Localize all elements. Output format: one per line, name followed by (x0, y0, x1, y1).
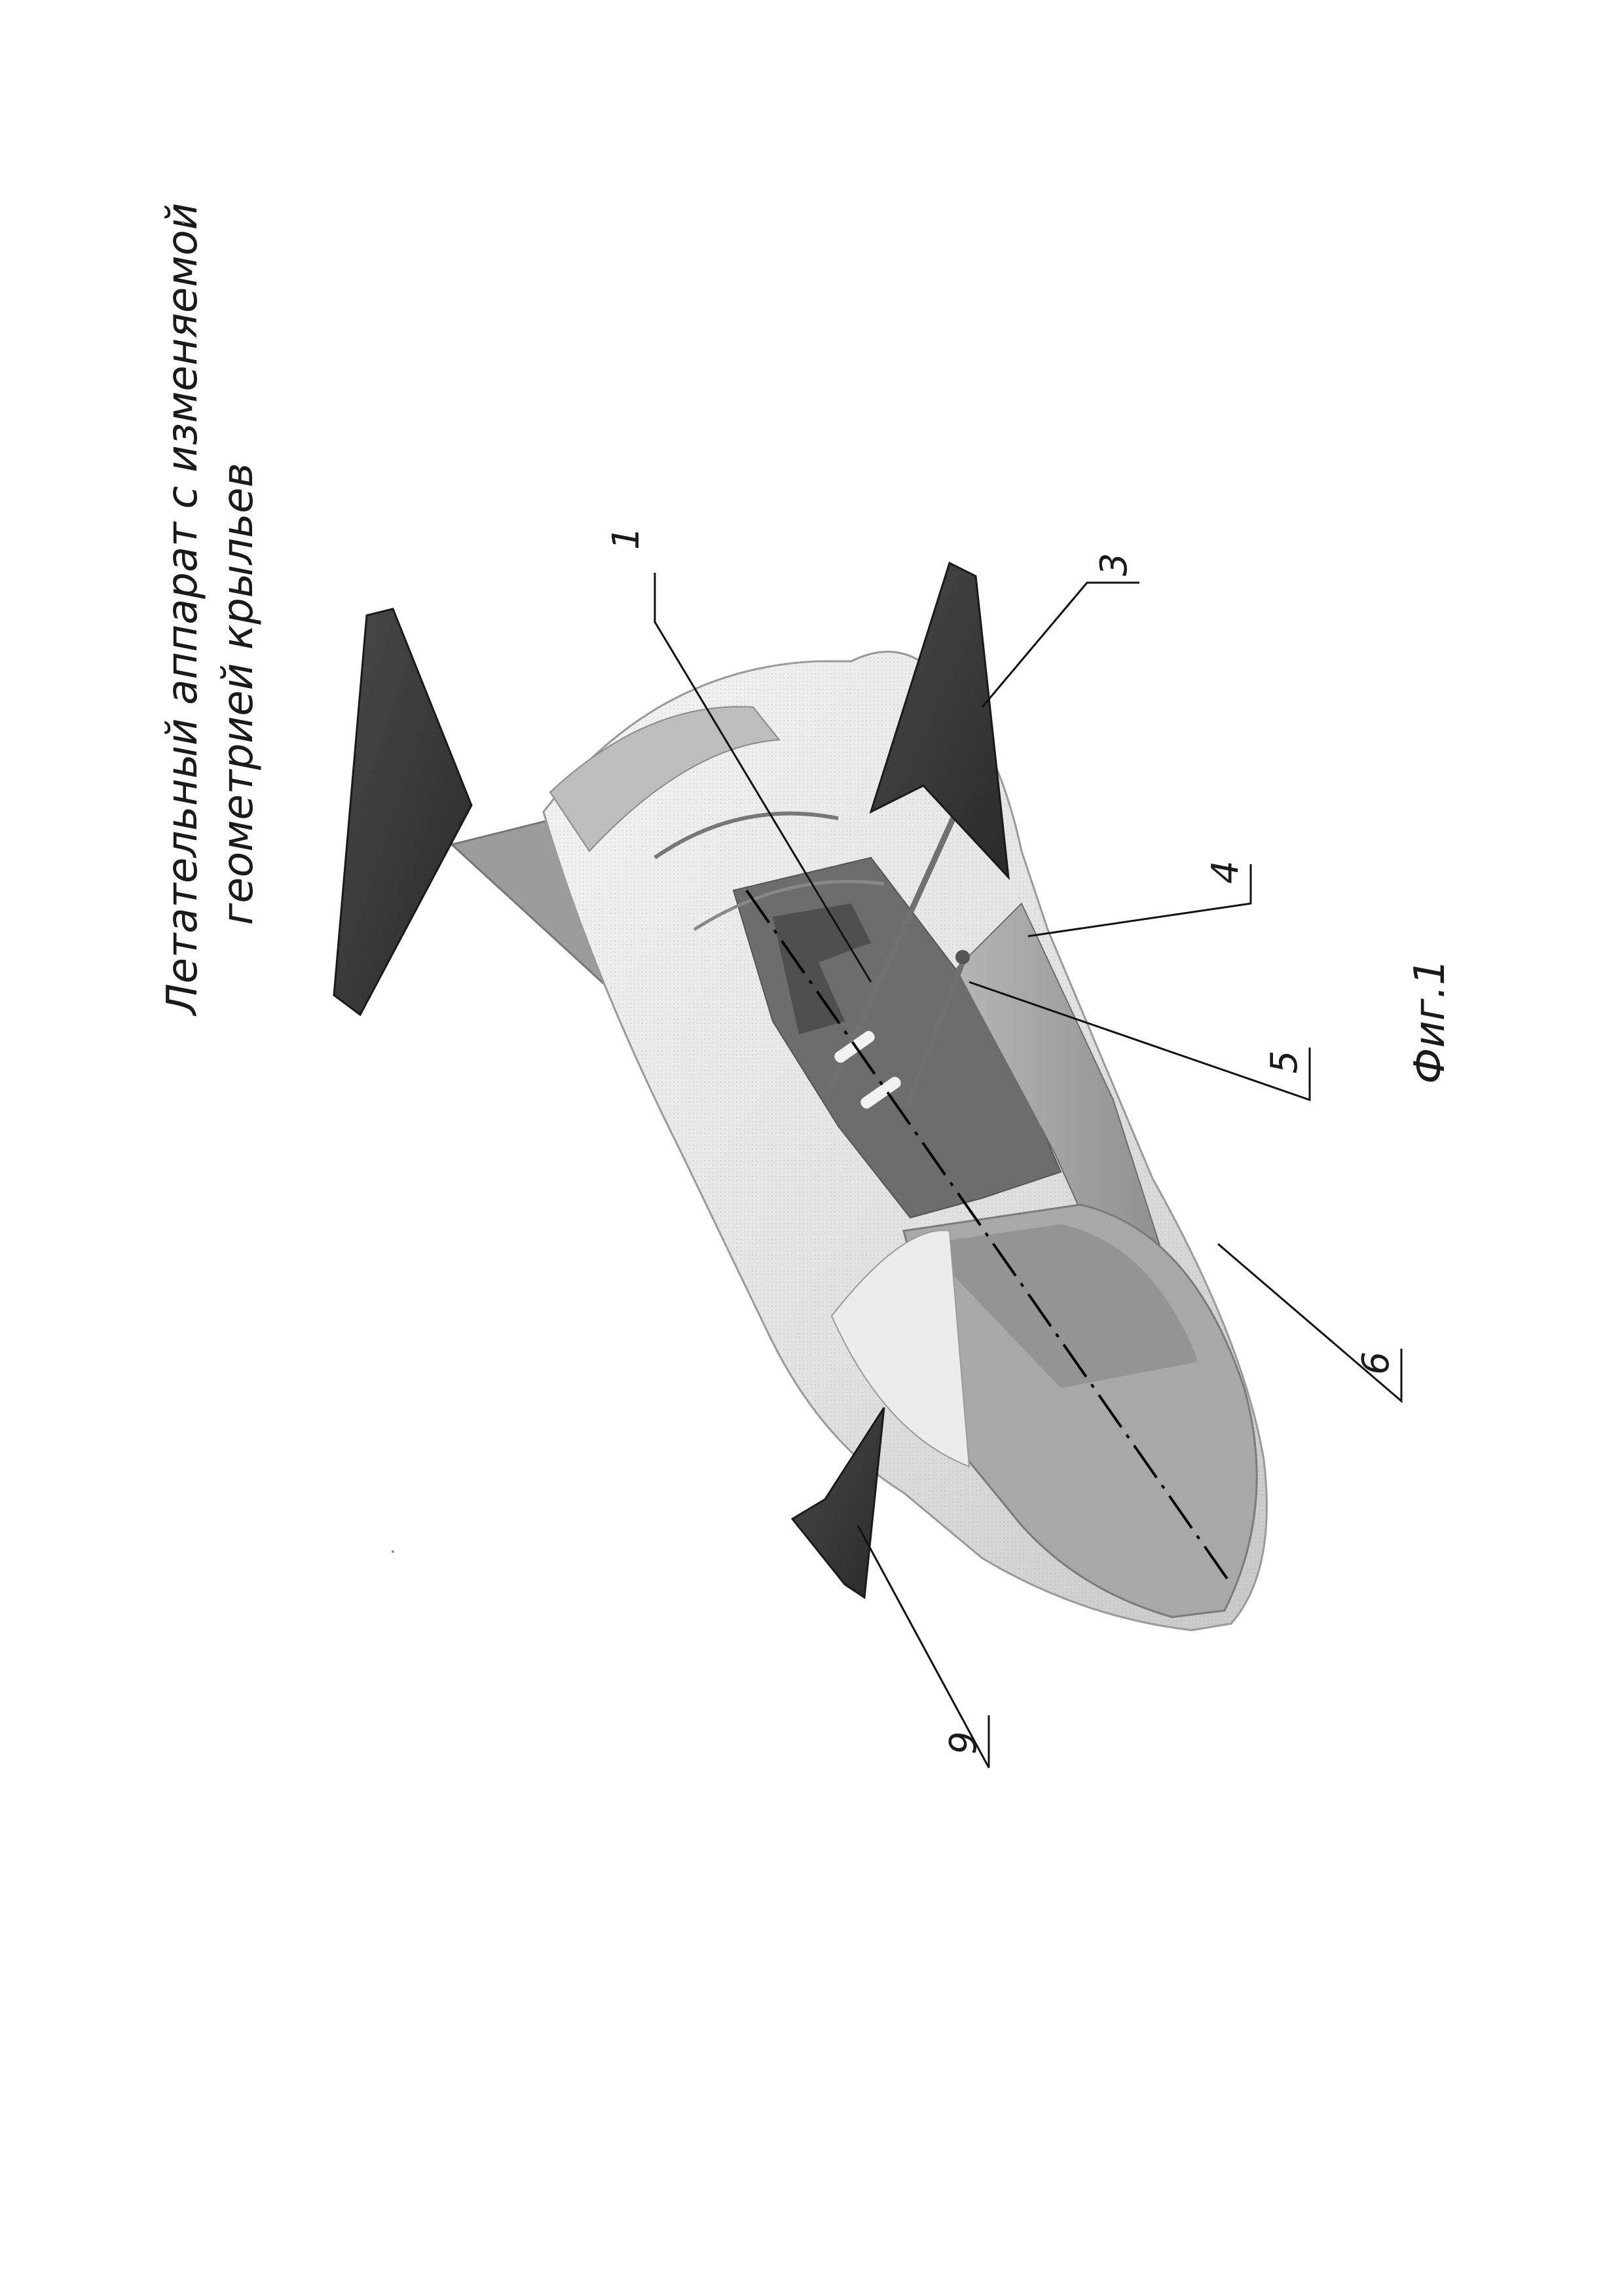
aircraft-illustration (449, 651, 1268, 1631)
slot-2 (860, 1076, 901, 1109)
callouts (654, 573, 1403, 1768)
callout-6: 5 (1263, 1050, 1306, 1074)
wing-right-5 (869, 561, 1010, 881)
leader-4 (1027, 864, 1252, 938)
callout-5: 3 (1093, 553, 1135, 576)
bay-inner (773, 903, 871, 1034)
callout-4: 4 (1204, 860, 1247, 884)
frame-arch-1 (654, 811, 839, 860)
frame-arch-2 (693, 879, 885, 932)
callout-1: 6 (1355, 1351, 1397, 1375)
figure-caption: Фиг.1 (1406, 958, 1454, 1084)
rod-9 (828, 809, 959, 1090)
rod-6-tip (955, 950, 970, 964)
scan-speck (392, 1550, 394, 1553)
rod-6 (904, 960, 965, 1109)
title-line-1: Летательный аппарат с изменяемой (158, 203, 207, 1017)
title-line-2: геометрией крыльев (214, 463, 263, 925)
nose-shell-rim (830, 1230, 970, 1468)
nose-highlight (923, 1224, 1198, 1388)
leader-3 (857, 1525, 990, 1768)
leader-9 (654, 573, 872, 983)
wing-lower-3 (790, 1407, 885, 1599)
scan-speck (182, 221, 185, 224)
center-axis-line (745, 889, 1232, 1586)
callout-9: 1 (605, 526, 648, 550)
wing-upper-left (333, 608, 473, 1017)
leader-1 (1217, 1243, 1403, 1404)
leader-6 (969, 981, 1311, 1102)
rear-bulkhead (549, 706, 781, 852)
leader-5 (981, 581, 1139, 708)
callout-3: 9 (942, 1731, 985, 1755)
